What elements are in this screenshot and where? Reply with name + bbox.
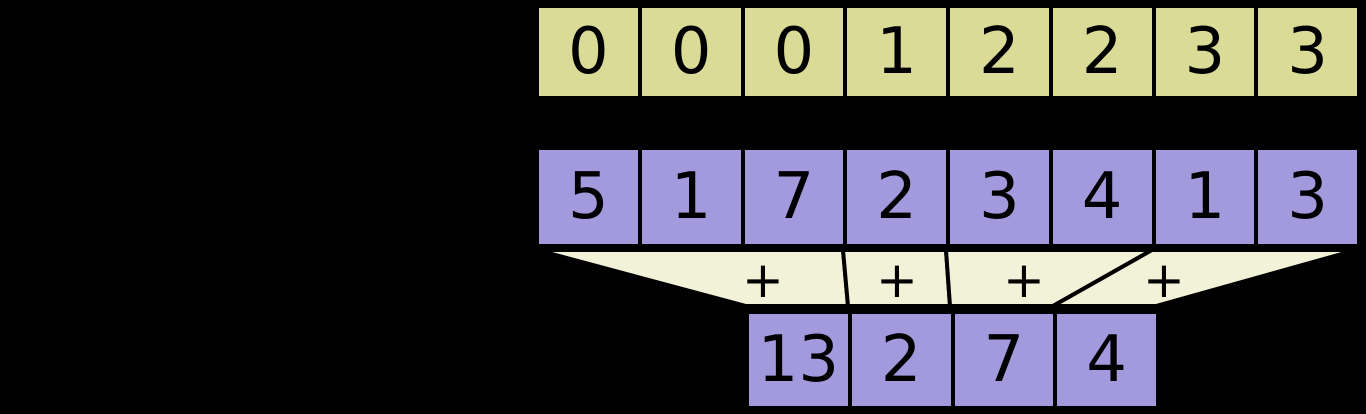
key-cell: 3 — [1155, 8, 1255, 96]
sum-cell: 7 — [954, 314, 1054, 406]
value-cell: 4 — [1052, 150, 1152, 244]
key-cell: 0 — [744, 8, 844, 96]
key-cell: 0 — [641, 8, 741, 96]
sum-cell: 13 — [749, 314, 848, 406]
sum-cell: 4 — [1057, 314, 1156, 406]
funnel-segment-0 — [536, 248, 851, 308]
value-cell: 3 — [1258, 150, 1357, 244]
value-cell: 1 — [1155, 150, 1255, 244]
key-cell: 2 — [950, 8, 1049, 96]
value-cell: 2 — [847, 150, 946, 244]
plus-operator-icon: + — [742, 251, 784, 309]
value-cell: 1 — [641, 150, 741, 244]
key-cell: 2 — [1052, 8, 1152, 96]
key-cell: 0 — [539, 8, 638, 96]
value-cell: 3 — [950, 150, 1049, 244]
sums-row: 13 2 7 4 — [745, 310, 1160, 410]
value-cell: 5 — [539, 150, 638, 244]
plus-operator-icon: + — [876, 251, 918, 309]
key-cell: 3 — [1258, 8, 1357, 96]
key-cell: 1 — [847, 8, 946, 96]
sum-cell: 2 — [851, 314, 951, 406]
value-cell: 7 — [744, 150, 844, 244]
values-row: 5 1 7 2 3 4 1 3 — [535, 146, 1361, 248]
keys-row: 0 0 0 1 2 2 3 3 — [535, 4, 1361, 100]
plus-operator-icon: + — [1003, 251, 1045, 309]
plus-operator-icon: + — [1143, 251, 1185, 309]
funnel-segment-3 — [1045, 248, 1357, 308]
